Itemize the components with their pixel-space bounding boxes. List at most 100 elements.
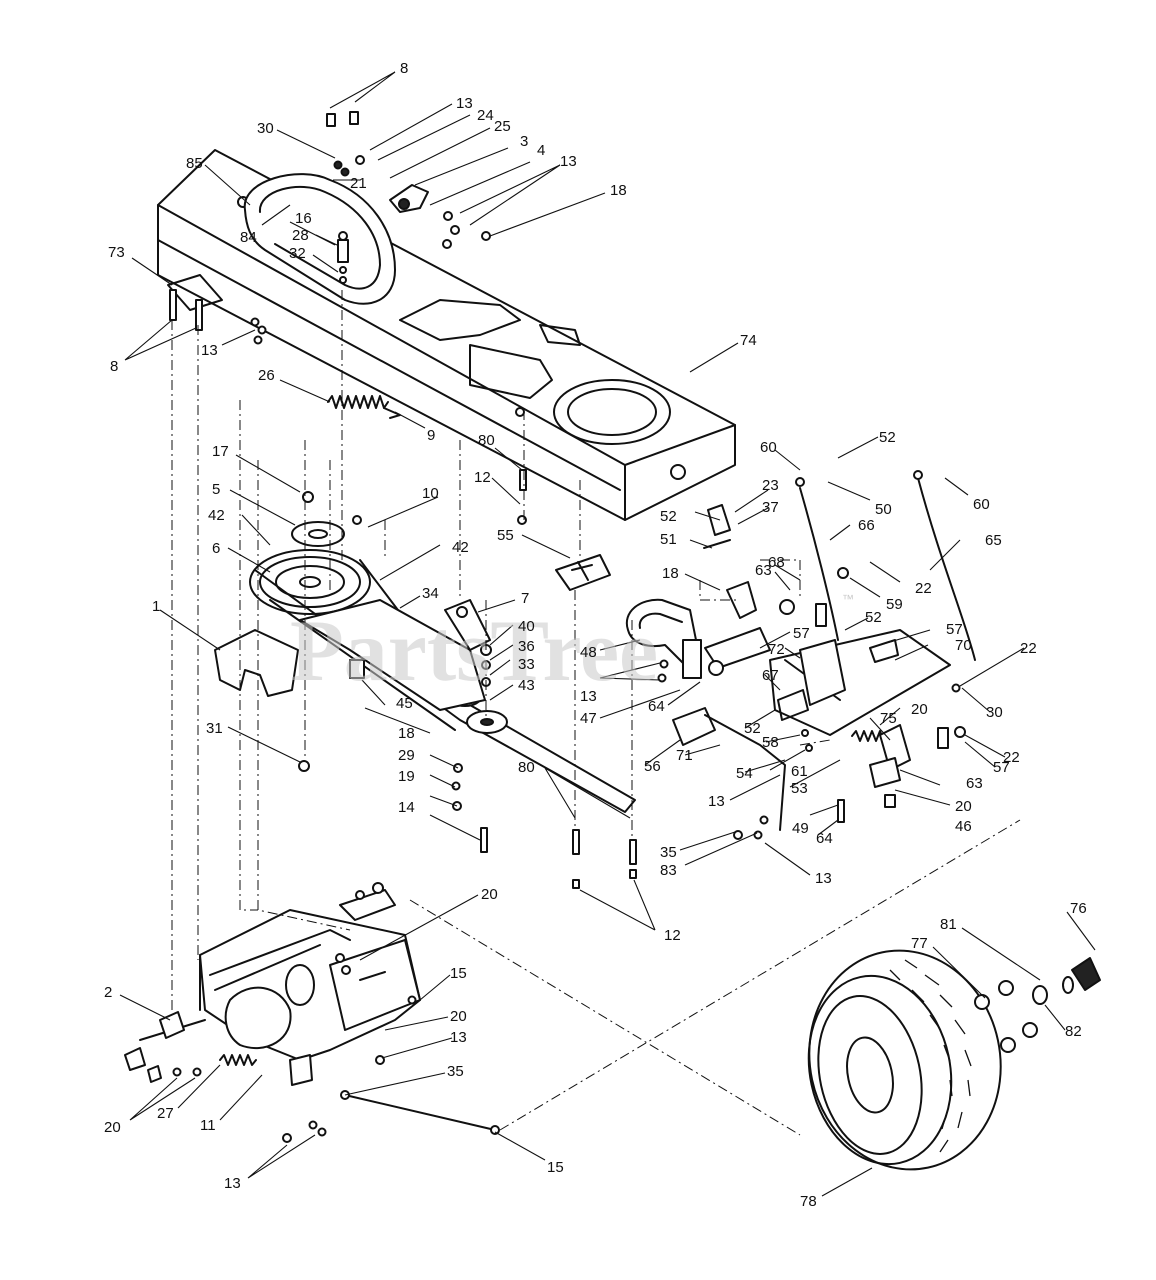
wheel-part-78	[807, 949, 1101, 1171]
callout-80: 80	[518, 759, 535, 776]
bumper-detail	[571, 561, 593, 581]
callout-20: 20	[481, 886, 498, 903]
callout-22: 22	[1020, 640, 1037, 657]
callout-70: 70	[955, 637, 972, 654]
callout-66: 66	[858, 517, 875, 534]
callout-35: 35	[447, 1063, 464, 1080]
callout-18: 18	[662, 565, 679, 582]
spring-part-26	[327, 395, 389, 409]
callout-29: 29	[398, 747, 415, 764]
callout-12: 12	[664, 927, 681, 944]
callout-7: 7	[521, 590, 529, 607]
callout-36: 36	[518, 638, 535, 655]
callout-54: 54	[736, 765, 753, 782]
top-hardware	[167, 111, 491, 345]
callout-75: 75	[880, 710, 897, 727]
callout-42: 42	[208, 507, 225, 524]
callout-19: 19	[398, 768, 415, 785]
callout-72: 72	[768, 641, 785, 658]
callout-6: 6	[212, 540, 220, 557]
callout-31: 31	[206, 720, 223, 737]
callout-57: 57	[946, 621, 963, 638]
callout-2: 2	[104, 984, 112, 1001]
callout-15: 15	[450, 965, 467, 982]
handle-part-48	[625, 598, 702, 679]
callout-76: 76	[1070, 900, 1087, 917]
callout-23: 23	[762, 477, 779, 494]
transaxle-assembly	[124, 882, 500, 1143]
callout-3: 3	[520, 133, 528, 150]
callout-47: 47	[580, 710, 597, 727]
callout-68: 68	[768, 554, 785, 571]
callout-50: 50	[875, 501, 892, 518]
callout-12: 12	[474, 469, 491, 486]
callout-20: 20	[911, 701, 928, 718]
callout-60: 60	[973, 496, 990, 513]
callout-13: 13	[201, 342, 218, 359]
callout-51: 51	[660, 531, 677, 548]
callout-53: 53	[791, 780, 808, 797]
callout-65: 65	[985, 532, 1002, 549]
callout-20: 20	[104, 1119, 121, 1136]
callout-33: 33	[518, 656, 535, 673]
callout-10: 10	[422, 485, 439, 502]
callout-84: 84	[240, 229, 257, 246]
callout-71: 71	[676, 747, 693, 764]
callout-26: 26	[258, 367, 275, 384]
callout-9: 9	[427, 427, 435, 444]
callout-56: 56	[644, 758, 661, 775]
callout-32: 32	[289, 245, 306, 262]
callout-14: 14	[398, 799, 415, 816]
callout-55: 55	[497, 527, 514, 544]
callout-13: 13	[450, 1029, 467, 1046]
callout-45: 45	[396, 695, 413, 712]
callout-13: 13	[708, 793, 725, 810]
callout-64: 64	[648, 698, 665, 715]
callout-8: 8	[110, 358, 118, 375]
callout-22: 22	[915, 580, 932, 597]
callout-24: 24	[477, 107, 494, 124]
callout-81: 81	[940, 916, 957, 933]
callout-34: 34	[422, 585, 439, 602]
callout-46: 46	[955, 818, 972, 835]
callout-85: 85	[186, 155, 203, 172]
callout-77: 77	[911, 935, 928, 952]
callout-35: 35	[660, 844, 677, 861]
callout-8: 8	[400, 60, 408, 77]
callout-63: 63	[755, 562, 772, 579]
callout-40: 40	[518, 618, 535, 635]
callout-4: 4	[537, 142, 545, 159]
callout-17: 17	[212, 443, 229, 460]
callout-5: 5	[212, 481, 220, 498]
callout-52: 52	[660, 508, 677, 525]
callout-27: 27	[157, 1105, 174, 1122]
callout-63: 63	[966, 775, 983, 792]
partstree-watermark: PartsTree	[290, 603, 658, 700]
callout-37: 37	[762, 499, 779, 516]
callout-58: 58	[762, 734, 779, 751]
callout-22: 22	[1003, 749, 1020, 766]
callout-48: 48	[580, 644, 597, 661]
callout-20: 20	[450, 1008, 467, 1025]
callout-13: 13	[224, 1175, 241, 1192]
callout-20: 20	[955, 798, 972, 815]
callout-49: 49	[792, 820, 809, 837]
callout-82: 82	[1065, 1023, 1082, 1040]
callout-15: 15	[547, 1159, 564, 1176]
callout-16: 16	[295, 210, 312, 227]
callout-18: 18	[398, 725, 415, 742]
pedal-linkage	[657, 470, 976, 840]
callout-13: 13	[580, 688, 597, 705]
callout-18: 18	[610, 182, 627, 199]
callout-13: 13	[456, 95, 473, 112]
callout-60: 60	[760, 439, 777, 456]
callout-13: 13	[560, 153, 577, 170]
callout-43: 43	[518, 677, 535, 694]
callout-21: 21	[350, 175, 367, 192]
leader-lines	[119, 71, 1096, 1197]
callout-80: 80	[478, 432, 495, 449]
callout-52: 52	[865, 609, 882, 626]
belt-cover-part-84	[243, 173, 396, 305]
callout-30: 30	[257, 120, 274, 137]
